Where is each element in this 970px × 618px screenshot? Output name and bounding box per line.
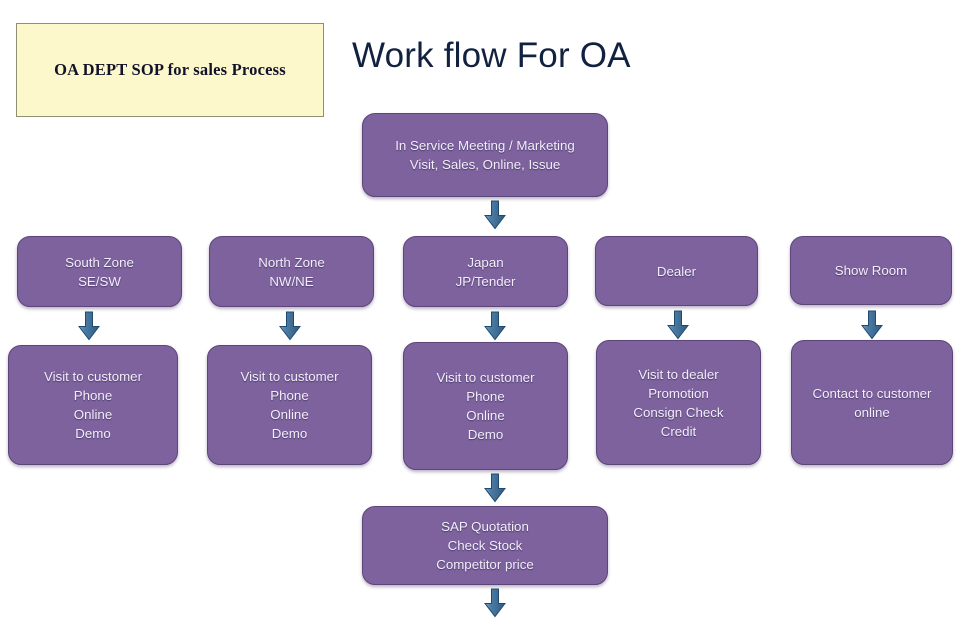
- connector-north-zone-to-actions: [279, 311, 301, 341]
- connector-sap-to-next: [484, 588, 506, 618]
- legend-box: OA DEPT SOP for sales Process: [16, 23, 324, 117]
- node-north-actions-text: Visit to customer Phone Online Demo: [240, 369, 339, 441]
- legend-label: OA DEPT SOP for sales Process: [54, 60, 286, 79]
- node-show-room-text: Show Room: [834, 263, 908, 278]
- node-japan[interactable]: Japan JP/Tender: [403, 236, 568, 307]
- node-south-zone-text: South Zone SE/SW: [65, 254, 134, 289]
- node-dealer-actions[interactable]: Visit to dealer Promotion Consign Check …: [596, 340, 761, 465]
- node-sap-text: SAP Quotation Check Stock Competitor pri…: [436, 519, 534, 572]
- node-dealer-actions-text: Visit to dealer Promotion Consign Check …: [633, 366, 724, 439]
- connector-dealer-to-actions: [667, 310, 689, 340]
- node-north-zone[interactable]: North Zone NW/NE: [209, 236, 374, 307]
- node-start-text: In Service Meeting / Marketing Visit, Sa…: [395, 138, 575, 172]
- node-show-room[interactable]: Show Room: [790, 236, 952, 305]
- down-arrow-icon: [667, 310, 689, 340]
- page-title: Work flow For OA: [352, 36, 631, 75]
- connector-showroom-to-actions: [861, 310, 883, 340]
- node-showroom-actions[interactable]: Contact to customer online: [791, 340, 953, 465]
- down-arrow-icon: [279, 311, 301, 341]
- down-arrow-icon: [484, 588, 506, 618]
- node-japan-text: Japan JP/Tender: [455, 254, 516, 289]
- node-japan-actions-text: Visit to customer Phone Online Demo: [436, 370, 535, 442]
- node-dealer-text: Dealer: [656, 263, 697, 279]
- down-arrow-icon: [861, 310, 883, 340]
- connector-japan-actions-to-sap: [484, 473, 506, 503]
- connector-japan-to-actions: [484, 311, 506, 341]
- node-start[interactable]: In Service Meeting / Marketing Visit, Sa…: [362, 113, 608, 197]
- node-south-zone[interactable]: South Zone SE/SW: [17, 236, 182, 307]
- down-arrow-icon: [484, 200, 506, 230]
- down-arrow-icon: [484, 311, 506, 341]
- node-sap[interactable]: SAP Quotation Check Stock Competitor pri…: [362, 506, 608, 585]
- node-south-actions[interactable]: Visit to customer Phone Online Demo: [8, 345, 178, 465]
- down-arrow-icon: [484, 473, 506, 503]
- node-showroom-actions-text: Contact to customer online: [812, 385, 932, 420]
- node-north-zone-text: North Zone NW/NE: [258, 254, 325, 289]
- connector-start-to-japan: [484, 200, 506, 230]
- node-dealer[interactable]: Dealer: [595, 236, 758, 306]
- down-arrow-icon: [78, 311, 100, 341]
- node-south-actions-text: Visit to customer Phone Online Demo: [43, 369, 143, 441]
- node-japan-actions[interactable]: Visit to customer Phone Online Demo: [403, 342, 568, 470]
- connector-south-zone-to-actions: [78, 311, 100, 341]
- node-north-actions[interactable]: Visit to customer Phone Online Demo: [207, 345, 372, 465]
